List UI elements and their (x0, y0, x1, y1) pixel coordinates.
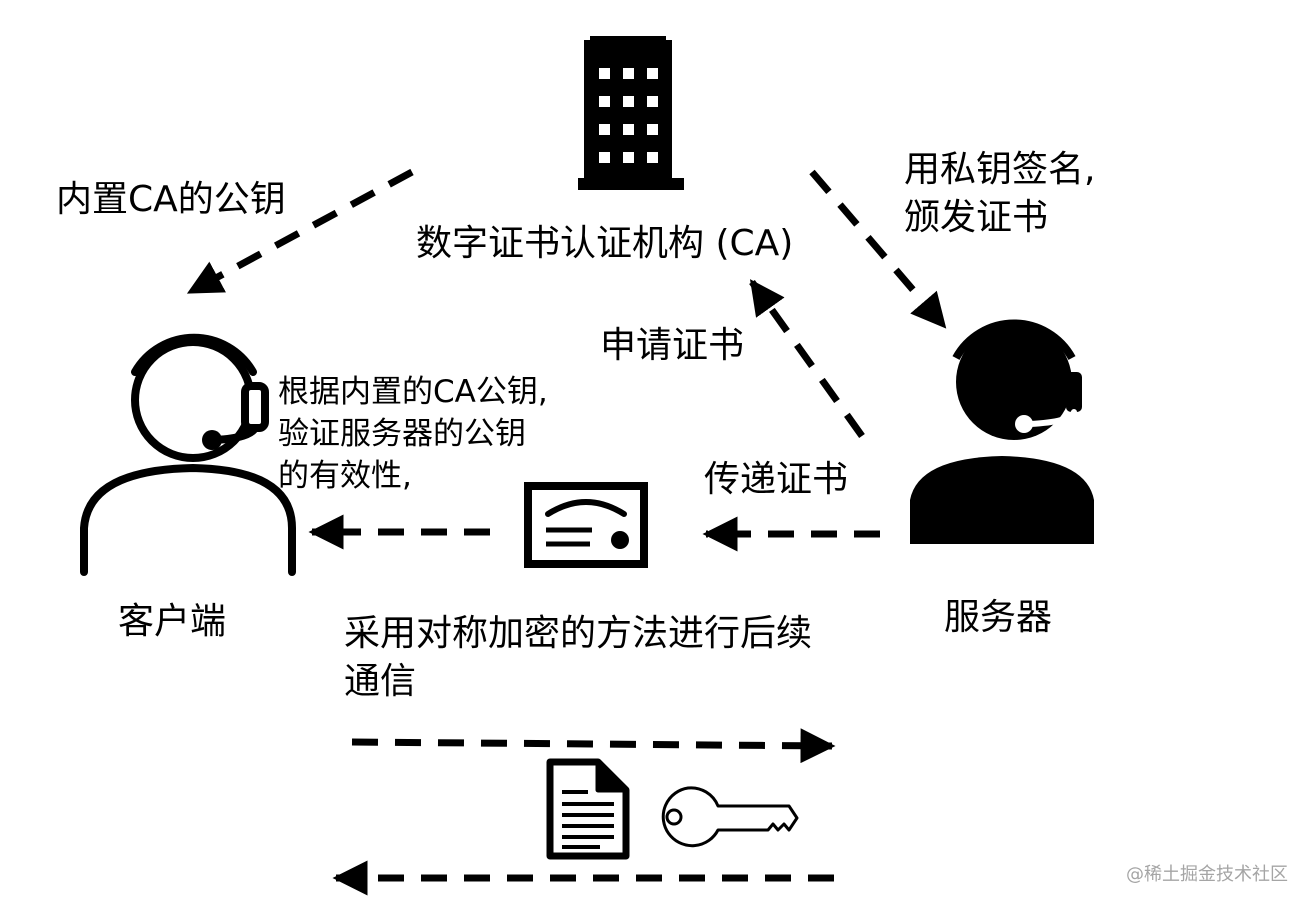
client-label: 客户端 (118, 601, 227, 642)
ca-to-client-label: 内置CA的公钥 (56, 179, 286, 220)
arrow-server-to-ca (749, 279, 865, 439)
server-to-ca-label: 申请证书 (600, 325, 745, 366)
headset-mic-icon (202, 430, 222, 450)
document-icon (546, 758, 630, 860)
watermark: @稀土掘金技术社区 (1126, 864, 1288, 885)
symmetric-label-line2: 通信 (344, 661, 417, 702)
server-label: 服务器 (944, 597, 1053, 638)
arrow-client-to-server (351, 728, 836, 764)
ca-to-server-label-line1: 用私钥签名, (904, 149, 1096, 190)
server-to-client-label: 传递证书 (704, 459, 849, 500)
headset-user-filled-icon (910, 319, 1094, 544)
client-verify-note-line3: 的有效性, (278, 458, 412, 494)
client-verify-note-line1: 根据内置的CA公钥, (278, 374, 548, 410)
headset-user-outline-icon (80, 333, 296, 576)
office-building-icon (578, 36, 684, 190)
client-verify-note-line2: 验证服务器的公钥 (278, 416, 526, 452)
arrow-ca-to-server (809, 169, 947, 329)
ca-label: 数字证书认证机构 (CA) (416, 223, 794, 264)
ca-to-server-label-line2: 颁发证书 (904, 197, 1049, 238)
key-icon (661, 786, 799, 848)
symmetric-label-line1: 采用对称加密的方法进行后续 (344, 613, 813, 654)
certificate-icon (524, 482, 648, 568)
